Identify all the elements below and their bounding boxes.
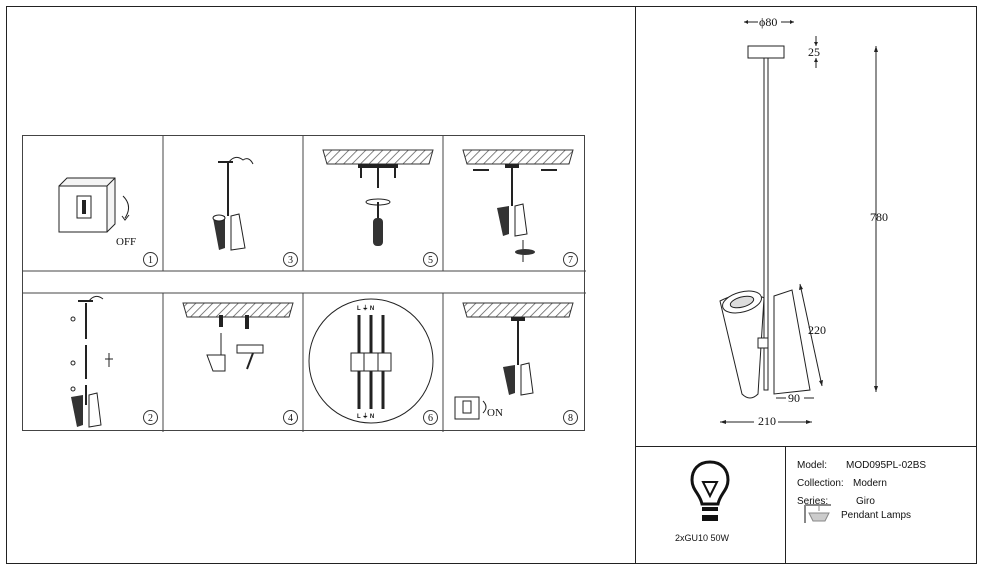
lamp-attach-illustration [462, 149, 574, 262]
series-label: Series: [797, 496, 829, 507]
terminal-block-illustration [308, 298, 434, 424]
model-label: Model: [797, 460, 828, 471]
lamp-wiring-illustration [212, 156, 254, 251]
collection-label: Collection: [797, 478, 844, 489]
pendant-lamp-icon [804, 504, 831, 523]
dim-shade-length: 220 [808, 323, 826, 337]
bulb-icon [690, 460, 730, 521]
step-8-panel: ON 8 [443, 293, 586, 432]
terminal-label-top: L ⏚ N [357, 306, 375, 312]
step-5-panel: 5 [303, 136, 443, 271]
step-2-panel: 2 [23, 293, 163, 432]
step-5-number: 5 [423, 252, 438, 267]
sheet-divider-vertical [635, 6, 636, 564]
step-2-number: 2 [143, 410, 158, 425]
step-3-panel: 3 [163, 136, 303, 271]
step-6-number: 6 [423, 410, 438, 425]
switch-on-illustration [454, 302, 574, 420]
switch-off-illustration [58, 177, 130, 233]
dim-total-width: 210 [758, 414, 776, 428]
dim-diameter: ϕ80 [759, 15, 778, 29]
dim-total-height: 780 [870, 210, 888, 224]
drawing-sheet [6, 6, 977, 564]
step-1-number: 1 [143, 252, 158, 267]
dimension-drawing [719, 20, 878, 424]
step-8-note: ON [487, 407, 503, 419]
model-value: MOD095PL-02BS [846, 460, 927, 471]
lamp-assembly-illustration [70, 295, 113, 428]
dim-base-height: 25 [808, 45, 820, 59]
bulb-spec: 2xGU10 50W [675, 533, 730, 543]
info-divider [785, 446, 786, 564]
collection-value: Modern [853, 478, 887, 489]
installation-steps-grid: OFF 1 3 [22, 135, 586, 432]
step-1-note: OFF [116, 236, 137, 248]
step-6-panel: L ⏚ N L ⏚ N 6 [303, 293, 443, 432]
sheet-divider-horizontal [636, 446, 977, 447]
terminal-label-bottom: L ⏚ N [357, 414, 375, 420]
series-value: Giro [856, 496, 875, 507]
step-3-number: 3 [283, 252, 298, 267]
ceiling-mount-illustration [322, 149, 434, 246]
step-4-number: 4 [283, 410, 298, 425]
step-7-panel: 7 [443, 136, 586, 271]
step-1-panel: OFF 1 [23, 136, 163, 271]
lamp-type: Pendant Lamps [841, 510, 912, 521]
drill-anchor-illustration [182, 302, 294, 372]
grid-lines [23, 136, 586, 432]
dim-shade-width: 90 [788, 391, 800, 405]
step-7-number: 7 [563, 252, 578, 267]
step-8-number: 8 [563, 410, 578, 425]
step-4-panel: 4 [163, 293, 303, 432]
